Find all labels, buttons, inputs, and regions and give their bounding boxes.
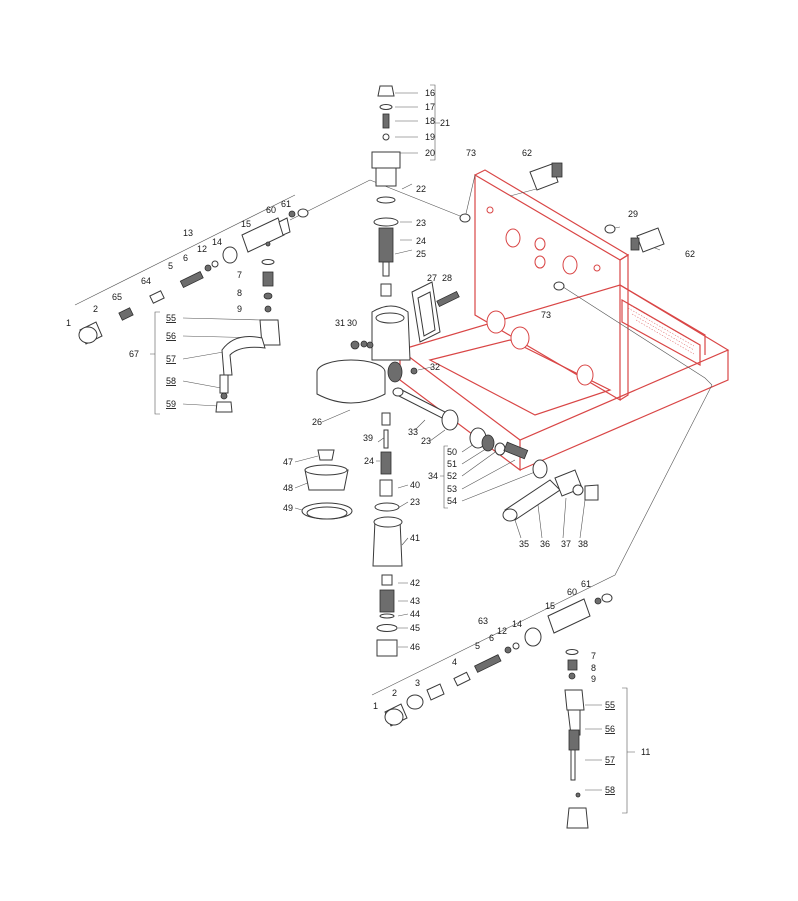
callout-35: 35 — [519, 539, 529, 549]
callout-56: 56 — [166, 331, 176, 341]
drip-grid — [621, 298, 701, 367]
callout-57: 57 — [605, 755, 615, 765]
callout-47: 47 — [283, 457, 293, 467]
callout-53: 53 — [447, 484, 457, 494]
callout-15: 15 — [241, 219, 251, 229]
callout-22: 22 — [416, 184, 426, 194]
callout-36: 36 — [540, 539, 550, 549]
callout-23: 23 — [416, 218, 426, 228]
callout-45: 45 — [410, 623, 420, 633]
callout-31: 31 — [335, 318, 345, 328]
callout-52: 52 — [447, 471, 457, 481]
left-wand-assembly — [78, 208, 309, 413]
callout-17: 17 — [425, 102, 435, 112]
callout-29: 29 — [628, 209, 638, 219]
callout-9: 9 — [237, 304, 242, 314]
callout-9: 9 — [591, 674, 596, 684]
callout-12: 12 — [197, 244, 207, 254]
callout-63: 63 — [478, 616, 488, 626]
callout-6: 6 — [489, 633, 494, 643]
callout-65: 65 — [112, 292, 122, 302]
callout-5: 5 — [475, 641, 480, 651]
callout-59: 59 — [166, 399, 176, 409]
callout-23: 23 — [410, 497, 420, 507]
callout-62: 62 — [522, 148, 532, 158]
callout-6: 6 — [183, 253, 188, 263]
callout-58: 58 — [166, 376, 176, 386]
leader-lines — [74, 84, 713, 814]
callout-46: 46 — [410, 642, 420, 652]
callout-56: 56 — [605, 724, 615, 734]
callout-21: 21 — [440, 118, 450, 128]
callout-8: 8 — [591, 663, 596, 673]
callout-33: 33 — [408, 427, 418, 437]
callout-39: 39 — [363, 433, 373, 443]
group-head-assembly — [301, 85, 665, 657]
callout-28: 28 — [442, 273, 452, 283]
callout-2: 2 — [93, 304, 98, 314]
callout-4: 4 — [452, 657, 457, 667]
callout-13: 13 — [183, 228, 193, 238]
callout-16: 16 — [425, 88, 435, 98]
callout-12: 12 — [497, 626, 507, 636]
callout-37: 37 — [561, 539, 571, 549]
callout-1: 1 — [373, 701, 378, 711]
callout-73: 73 — [541, 310, 551, 320]
callout-38: 38 — [578, 539, 588, 549]
callout-49: 49 — [283, 503, 293, 513]
callout-30: 30 — [347, 318, 357, 328]
callout-25: 25 — [416, 249, 426, 259]
callout-51: 51 — [447, 459, 457, 469]
callout-7: 7 — [237, 270, 242, 280]
callout-2: 2 — [392, 688, 397, 698]
callout-60: 60 — [567, 587, 577, 597]
callout-5: 5 — [168, 261, 173, 271]
callout-44: 44 — [410, 609, 420, 619]
callout-73: 73 — [466, 148, 476, 158]
callout-43: 43 — [410, 596, 420, 606]
callout-60: 60 — [266, 205, 276, 215]
callout-32: 32 — [430, 362, 440, 372]
callout-62: 62 — [685, 249, 695, 259]
callout-14: 14 — [512, 619, 522, 629]
callout-55: 55 — [166, 313, 176, 323]
callout-8: 8 — [237, 288, 242, 298]
callout-19: 19 — [425, 132, 435, 142]
callout-18: 18 — [425, 116, 435, 126]
callout-24: 24 — [416, 236, 426, 246]
callout-24: 24 — [364, 456, 374, 466]
right-wand-assembly — [384, 593, 613, 829]
callout-23: 23 — [421, 436, 431, 446]
callout-61: 61 — [281, 199, 291, 209]
callout-48: 48 — [283, 483, 293, 493]
callout-15: 15 — [545, 601, 555, 611]
callout-50: 50 — [447, 447, 457, 457]
callout-7: 7 — [591, 651, 596, 661]
callout-67: 67 — [129, 349, 139, 359]
callout-57: 57 — [166, 354, 176, 364]
callout-41: 41 — [410, 533, 420, 543]
callout-54: 54 — [447, 496, 457, 506]
callout-55: 55 — [605, 700, 615, 710]
callout-14: 14 — [212, 237, 222, 247]
callout-27: 27 — [427, 273, 437, 283]
callout-11: 11 — [641, 747, 650, 757]
callout-40: 40 — [410, 480, 420, 490]
callout-42: 42 — [410, 578, 420, 588]
frame-chassis — [398, 169, 730, 472]
callout-61: 61 — [581, 579, 591, 589]
callout-34: 34 — [428, 471, 438, 481]
callout-20: 20 — [425, 148, 435, 158]
callout-26: 26 — [312, 417, 322, 427]
callout-64: 64 — [141, 276, 151, 286]
callout-1: 1 — [66, 318, 71, 328]
callout-58: 58 — [605, 785, 615, 795]
callout-3: 3 — [415, 678, 420, 688]
